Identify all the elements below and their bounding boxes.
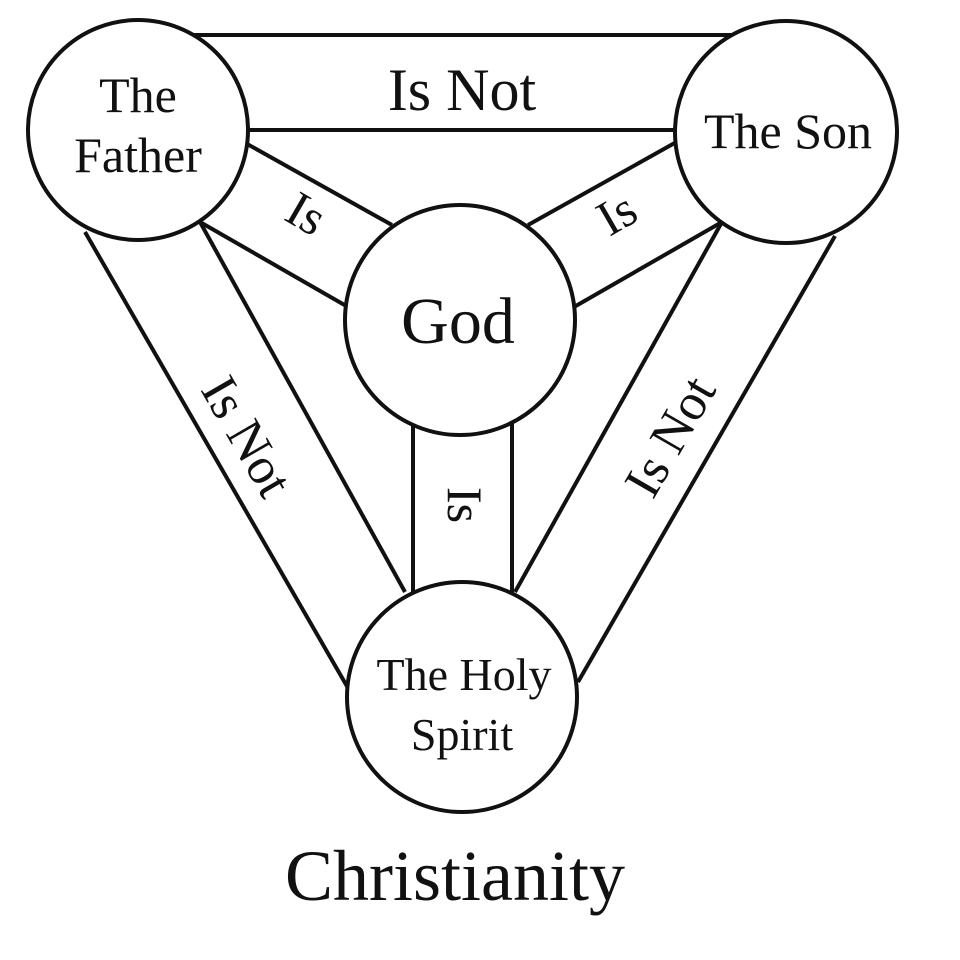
relation-father-son: Is Not — [388, 57, 537, 123]
node-god-label: God — [401, 285, 515, 358]
relation-father-spirit: Is Not — [189, 367, 303, 507]
caption: Christianity — [285, 836, 625, 916]
relation-son-god: Is — [587, 180, 646, 247]
node-spirit-line1: The Holy — [376, 649, 551, 700]
band-son-spirit — [513, 221, 837, 683]
node-spirit: The Holy Spirit — [345, 580, 579, 814]
node-spirit-line2: Spirit — [411, 709, 513, 760]
node-god: God — [343, 203, 577, 437]
node-son-label: The Son — [704, 103, 872, 159]
band-father-son — [190, 33, 735, 132]
band-father-spirit — [83, 221, 407, 689]
relation-spirit-god: Is — [437, 487, 493, 523]
band-father-god — [199, 138, 393, 309]
band-god-spirit — [411, 420, 514, 592]
node-son: The Son — [673, 19, 899, 245]
node-father: The Father — [26, 18, 250, 242]
node-father-line2: Father — [74, 127, 202, 183]
band-son-god — [527, 138, 723, 309]
node-father-line1: The — [99, 67, 177, 123]
